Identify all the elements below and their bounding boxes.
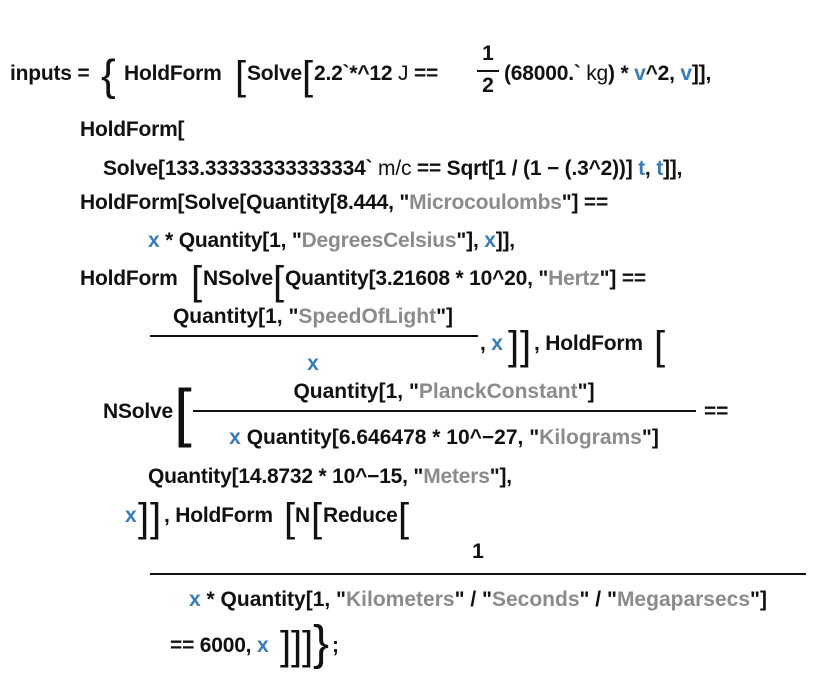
code-line-6-quantity: Quantity[3.21608 * 10^20, "Hertz"] ==: [285, 267, 646, 290]
code-line-6-holdform: HoldForm: [80, 267, 178, 290]
open-bracket: [: [284, 496, 296, 540]
open-bracket: [: [398, 496, 410, 540]
fraction-3-bar: [150, 573, 806, 575]
fraction-2-bar: [193, 410, 696, 412]
code-line-10-holdform: , HoldForm: [164, 504, 273, 527]
code-line-4: HoldForm[Solve[Quantity[8.444, "Microcou…: [80, 191, 609, 214]
close-bracket: ]: [520, 324, 532, 368]
code-line-8-eq: ==: [704, 400, 729, 423]
assignment-lhs: inputs =: [10, 62, 90, 85]
code-line-1-holdform: HoldForm: [124, 62, 222, 85]
close-bracket: ]: [280, 624, 292, 668]
code-line-7: , x: [480, 332, 503, 355]
code-line-6-nsolve: NSolve: [203, 267, 273, 290]
open-bracket: [: [191, 259, 203, 303]
close-bracket: ]: [302, 624, 314, 668]
close-bracket: ]: [291, 624, 303, 668]
fraction-3-numerator: 1: [472, 540, 484, 563]
code-line-7-holdform: , HoldForm: [534, 332, 643, 355]
code-line-11: == 6000, x: [170, 634, 269, 657]
fraction-half-num: 1: [482, 42, 494, 65]
fraction-1-numerator: Quantity[1, "SpeedOfLight"]: [172, 305, 454, 328]
fraction-1-bar: [150, 335, 478, 337]
fraction-3-denominator: x * Quantity[1, "Kilometers" / "Seconds"…: [189, 588, 767, 611]
code-line-10-n: N: [295, 504, 310, 527]
code-line-10-reduce: Reduce: [323, 504, 398, 527]
code-line-1: inputs =: [10, 60, 90, 88]
open-bracket: [: [311, 496, 323, 540]
code-line-3: Solve[133.33333333333334` m/c == Sqrt[1 …: [103, 157, 683, 180]
fraction-1-denominator: x: [307, 352, 319, 375]
fraction-2-denominator: x Quantity[6.646478 * 10^−27, "Kilograms…: [229, 426, 659, 449]
code-line-10-var: x: [125, 504, 137, 527]
open-bracket: [: [273, 259, 285, 303]
code-line-1-eq: 2.2`*^12 J ==: [314, 62, 439, 85]
fraction-half-den: 2: [482, 74, 494, 97]
code-line-2: HoldForm[: [80, 118, 185, 141]
open-bracket: [: [654, 324, 666, 368]
code-line-11-semicolon: ;: [332, 634, 339, 657]
open-bracket-large: [: [174, 376, 192, 448]
close-bracket: ]: [138, 496, 150, 540]
open-brace: {: [101, 51, 116, 100]
fraction-bar: [477, 70, 499, 72]
code-line-8-nsolve: NSolve: [103, 400, 173, 423]
code-line-1-solve: Solve: [247, 62, 303, 85]
open-bracket: [: [302, 54, 314, 98]
open-bracket: [: [235, 54, 247, 98]
close-brace: }: [313, 617, 330, 670]
code-line-1-rest: (68000.` kg) * v^2, v]],: [504, 62, 712, 85]
close-bracket: ]: [508, 324, 520, 368]
code-line-5: x * Quantity[1, "DegreesCelsius"], x]],: [148, 229, 515, 252]
code-line-9: Quantity[14.8732 * 10^−15, "Meters"],: [148, 465, 512, 488]
fraction-2-numerator: Quantity[1, "PlanckConstant"]: [293, 380, 595, 403]
close-bracket: ]: [150, 496, 162, 540]
